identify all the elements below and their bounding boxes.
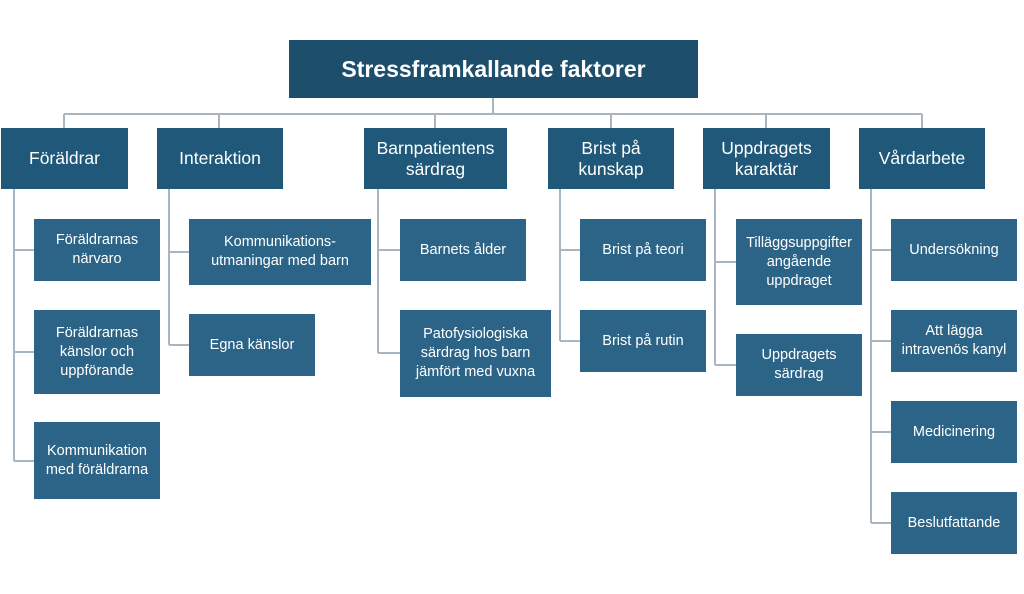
- item-beslutfattande: Beslutfattande: [891, 492, 1017, 554]
- item-patofysiologiska-sardrag: Patofysiologiska särdrag hos barn jämför…: [400, 310, 551, 397]
- item-uppdragets-sardrag: Uppdragets särdrag: [736, 334, 862, 396]
- root-node: Stressframkallande faktorer: [289, 40, 698, 98]
- item-brist-pa-rutin: Brist på rutin: [580, 310, 706, 372]
- item-brist-pa-teori: Brist på teori: [580, 219, 706, 281]
- item-kommunikation-med-foraldrarna: Kommunikation med föräldrarna: [34, 422, 160, 499]
- item-kommunikationsutmaningar: Kommunikations- utmaningar med barn: [189, 219, 371, 285]
- category-barnpatientens-sardrag: Barnpatientens särdrag: [364, 128, 507, 189]
- item-medicinering: Medicinering: [891, 401, 1017, 463]
- category-foraldrar: Föräldrar: [1, 128, 128, 189]
- item-att-lagga-kanyl: Att lägga intravenös kanyl: [891, 310, 1017, 372]
- item-barnets-alder: Barnets ålder: [400, 219, 526, 281]
- category-uppdragets-karaktar: Uppdragets karaktär: [703, 128, 830, 189]
- item-egna-kanslor: Egna känslor: [189, 314, 315, 376]
- category-vardarbete: Vårdarbete: [859, 128, 985, 189]
- item-foraldrarnas-narvaro: Föräldrarnas närvaro: [34, 219, 160, 281]
- item-undersokning: Undersökning: [891, 219, 1017, 281]
- category-interaktion: Interaktion: [157, 128, 283, 189]
- item-foraldrarnas-kanslor: Föräldrarnas känslor och uppförande: [34, 310, 160, 394]
- item-tillaggsuppgifter: Tilläggsuppgifter angående uppdraget: [736, 219, 862, 305]
- category-brist-pa-kunskap: Brist på kunskap: [548, 128, 674, 189]
